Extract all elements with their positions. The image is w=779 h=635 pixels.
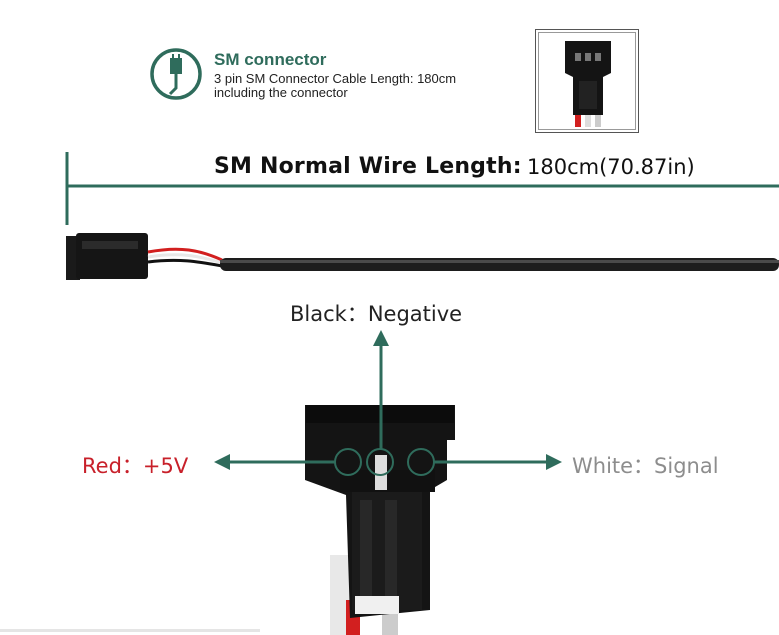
pin-label-red: Red：+5V (82, 454, 189, 478)
wire-length-label: SM Normal Wire Length: (214, 154, 522, 179)
connector-large (305, 405, 455, 635)
header-description: 3 pin SM Connector Cable Length: 180cm i… (214, 71, 457, 100)
header-title: SM connector (214, 50, 327, 69)
arrow-white-head (546, 454, 562, 470)
connector-plug-icon (148, 46, 204, 102)
connector-thumbnail (535, 29, 639, 133)
bottom-divider (0, 629, 260, 632)
pin-label-black: Black：Negative (290, 302, 463, 326)
wire-length-value: 180cm(70.87in) (527, 155, 695, 179)
arrow-black-head (373, 330, 389, 346)
arrow-red-head (214, 454, 230, 470)
cable-illustration (66, 233, 779, 280)
pin-label-white: White：Signal (572, 454, 719, 478)
